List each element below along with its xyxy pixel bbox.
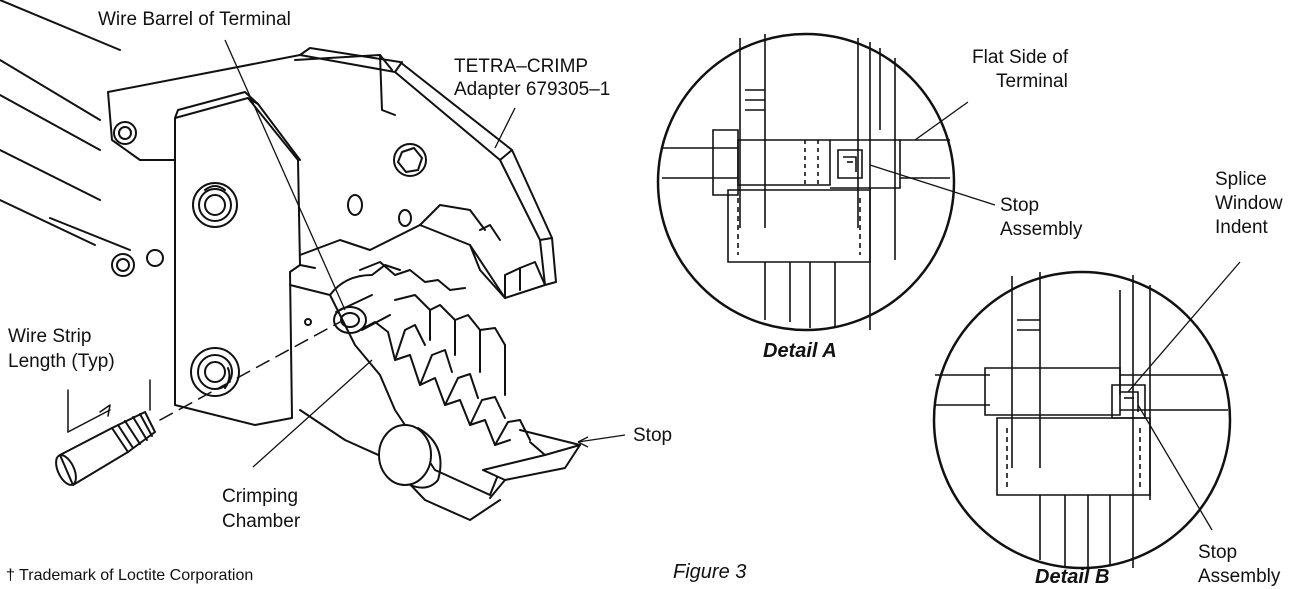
- detail-b-view: [932, 261, 1241, 570]
- figure-caption: Figure 3: [673, 561, 747, 583]
- crimping-chamber-label-line1: Crimping: [222, 486, 299, 507]
- tetra-crimp-label-line1: TETRA–CRIMP: [454, 56, 589, 77]
- flat-side-label-line2: Terminal: [996, 71, 1068, 92]
- splice-window-label-line3: Indent: [1215, 217, 1268, 238]
- stop-assembly-a-label-line2: Assembly: [1000, 219, 1083, 240]
- crimp-dies: [333, 261, 531, 446]
- wire: [55, 321, 341, 486]
- splice-window-label-line1: Splice: [1215, 169, 1267, 190]
- trademark-note: † Trademark of Loctite Corporation: [6, 567, 254, 584]
- wire-strip-label-line1: Wire Strip: [8, 326, 92, 347]
- tetra-crimp-label-line2: Adapter 679305–1: [454, 79, 611, 100]
- wire-strip-label-line2: Length (Typ): [8, 351, 115, 372]
- wire-barrel-label: Wire Barrel of Terminal: [98, 9, 291, 30]
- stop-assembly-b-label-line2: Assembly: [1198, 566, 1281, 587]
- flat-side-label-line1: Flat Side of: [972, 47, 1069, 68]
- stop-label: Stop: [633, 425, 673, 446]
- splice-window-label-line2: Window: [1215, 193, 1283, 214]
- crimping-chamber-label-line2: Chamber: [222, 511, 301, 532]
- tool-handles: [0, 0, 131, 251]
- detail-a-view: [656, 32, 996, 332]
- stop-plate: [482, 429, 581, 499]
- stop-assembly-b-label-line1: Stop: [1198, 542, 1238, 563]
- detail-b-caption: Detail B: [1035, 566, 1110, 588]
- knob: [378, 424, 442, 489]
- detail-a-caption: Detail A: [763, 340, 837, 362]
- strip-length-dimension: [67, 379, 151, 433]
- tool-frame-plate: [111, 91, 316, 426]
- stop-assembly-a-label-line1: Stop: [1000, 195, 1040, 216]
- main-leaders: [224, 39, 626, 468]
